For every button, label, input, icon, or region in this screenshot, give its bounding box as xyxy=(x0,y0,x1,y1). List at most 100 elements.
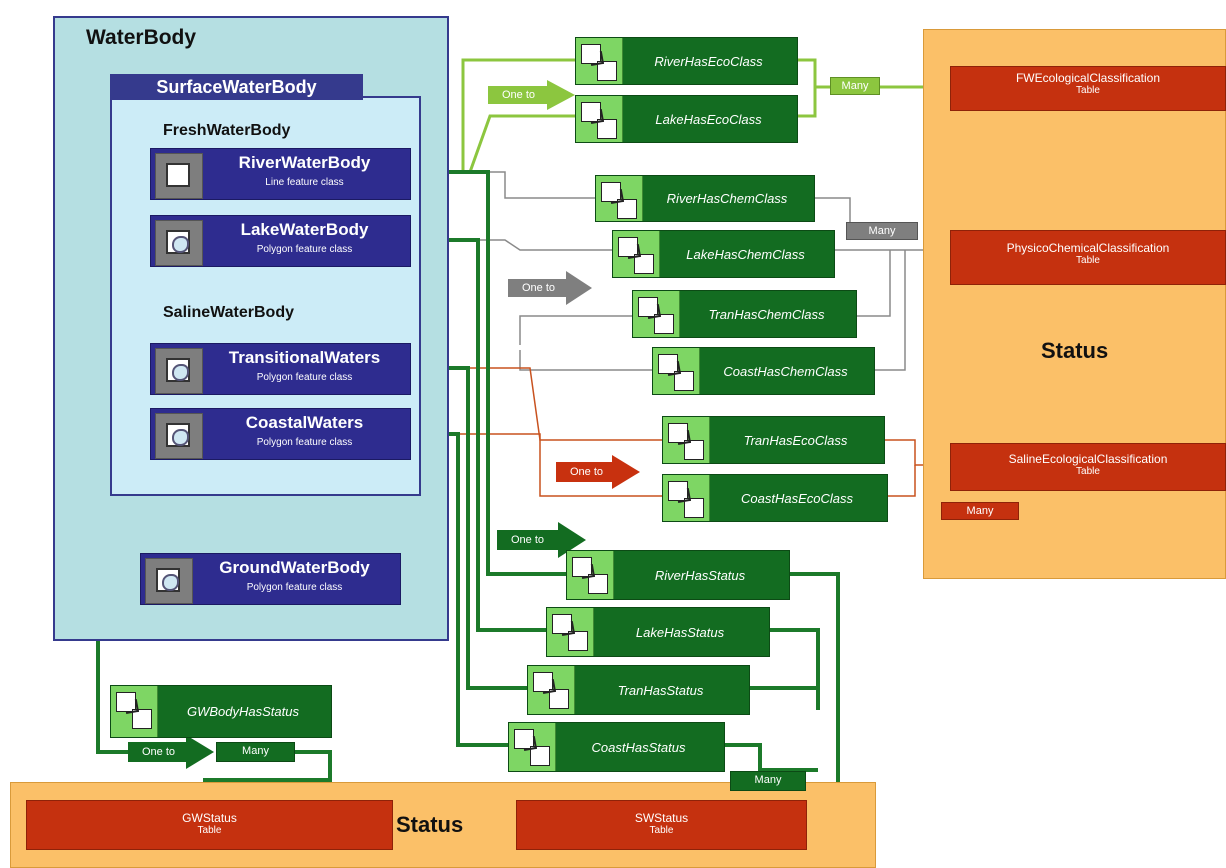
many-label-eco: Many xyxy=(830,77,880,95)
relationship-tran-has-status[interactable]: TranHasStatus xyxy=(527,665,750,715)
relationship-icon xyxy=(613,231,660,277)
relationship-name: GWBodyHasStatus xyxy=(187,704,299,719)
relationship-tran-has-chem-class[interactable]: TranHasChemClass xyxy=(632,290,857,338)
featureclass-name: GroundWaterBody xyxy=(219,558,370,577)
table-type: Table xyxy=(649,825,674,836)
table-sw-status[interactable]: SWStatus Table xyxy=(516,800,807,850)
polygon-featureclass-icon xyxy=(155,348,203,394)
relationship-name: CoastHasStatus xyxy=(591,739,686,755)
table-physico-chemical-classification[interactable]: PhysicoChemicalClassification Table xyxy=(950,230,1226,285)
saline-eco-connectors xyxy=(411,367,950,497)
relationship-icon xyxy=(547,608,594,656)
saline-group-label: SalineWaterBody xyxy=(163,304,294,321)
relationship-name: CoastHasEcoClass xyxy=(741,490,853,506)
table-saline-ecological-classification[interactable]: SalineEcologicalClassification Table xyxy=(950,443,1226,491)
relationship-river-has-eco-class[interactable]: RiverHasEcoClass xyxy=(575,37,798,85)
lake-waterbody-featureclass[interactable]: LakeWaterBody Polygon feature class xyxy=(150,215,411,267)
table-gw-status[interactable]: GWStatus Table xyxy=(26,800,393,850)
relationship-icon xyxy=(653,348,700,394)
relationship-icon xyxy=(576,96,623,142)
relationship-gwbody-has-status[interactable]: GWBodyHasStatus xyxy=(110,685,332,738)
relationship-coast-has-status[interactable]: CoastHasStatus xyxy=(508,722,725,772)
relationship-name: CoastHasChemClass xyxy=(723,363,848,379)
status-label-right: Status xyxy=(1041,338,1109,363)
relationship-river-has-status[interactable]: RiverHasStatus xyxy=(566,550,790,600)
table-name: GWStatus xyxy=(182,811,237,825)
polygon-featureclass-icon xyxy=(155,220,203,266)
relationship-name: RiverHasEcoClass xyxy=(654,53,763,69)
relationship-icon xyxy=(528,666,575,714)
one-to-arrow-saline xyxy=(556,455,640,489)
one-to-label-eco: One to xyxy=(502,89,536,101)
many-label-saline: Many xyxy=(941,502,1019,520)
chem-wire xyxy=(857,250,891,317)
status-wire xyxy=(411,170,566,576)
one-to-arrow-eco xyxy=(488,80,575,110)
one-to-arrows xyxy=(128,80,640,769)
table-name: SalineEcologicalClassification xyxy=(1008,452,1168,466)
featureclass-name: CoastalWaters xyxy=(245,413,364,432)
relationship-icon xyxy=(663,417,710,463)
chem-wire xyxy=(519,315,632,345)
one-to-arrow-chem xyxy=(508,271,592,305)
waterbody-title: WaterBody xyxy=(86,26,197,49)
relationship-name: RiverHasStatus xyxy=(654,567,746,583)
relationship-coast-has-chem-class[interactable]: CoastHasChemClass xyxy=(652,347,875,395)
saline-wire xyxy=(888,465,916,497)
one-to-label-sw-status: One to xyxy=(511,534,545,546)
relationship-name: TranHasStatus xyxy=(617,682,704,698)
table-type: Table xyxy=(1076,466,1100,477)
status-label-bottom: Status xyxy=(396,812,464,837)
polygon-featureclass-icon xyxy=(145,558,193,604)
line-featureclass-icon xyxy=(155,153,203,199)
saline-wire xyxy=(411,367,662,441)
one-to-arrow-sw-status xyxy=(497,522,586,558)
relationship-icon xyxy=(663,475,710,521)
relationship-river-has-chem-class[interactable]: RiverHasChemClass xyxy=(595,175,815,222)
eco-wire xyxy=(798,87,817,118)
featureclass-name: TransitionalWaters xyxy=(228,348,381,367)
status-wire xyxy=(770,628,820,710)
many-label-gw-status: Many xyxy=(216,742,295,762)
featureclass-name: RiverWaterBody xyxy=(238,153,371,172)
table-fw-ecological-classification[interactable]: FWEcologicalClassification Table xyxy=(950,66,1226,111)
many-label-sw-status: Many xyxy=(730,771,806,791)
relationship-coast-has-eco-class[interactable]: CoastHasEcoClass xyxy=(662,474,888,522)
relationship-icon xyxy=(509,723,556,771)
relationship-name: TranHasEcoClass xyxy=(743,432,848,448)
featureclass-type: Line feature class xyxy=(265,177,344,188)
relationship-tran-has-eco-class[interactable]: TranHasEcoClass xyxy=(662,416,885,464)
many-label-chem: Many xyxy=(846,222,918,240)
chem-wire xyxy=(519,350,652,371)
relationship-lake-has-chem-class[interactable]: LakeHasChemClass xyxy=(612,230,835,278)
groundwater-body-featureclass[interactable]: GroundWaterBody Polygon feature class xyxy=(140,553,401,605)
one-to-arrow-gw-status xyxy=(128,735,214,769)
relationship-icon xyxy=(596,176,643,221)
saline-wire xyxy=(411,433,662,497)
relationship-name: LakeHasStatus xyxy=(635,624,725,640)
relationship-icon xyxy=(111,686,158,737)
river-waterbody-featureclass[interactable]: RiverWaterBody Line feature class xyxy=(150,148,411,200)
table-type: Table xyxy=(1076,255,1100,266)
table-name: FWEcologicalClassification xyxy=(1015,71,1161,85)
status-wire xyxy=(725,743,818,772)
one-to-label-chem: One to xyxy=(522,282,556,294)
transitional-waters-featureclass[interactable]: TransitionalWaters Polygon feature class xyxy=(150,343,411,395)
relationship-name: TranHasChemClass xyxy=(708,306,825,322)
freshwater-group-label: FreshWaterBody xyxy=(163,122,291,139)
relationship-icon xyxy=(567,551,614,599)
relationship-lake-has-status[interactable]: LakeHasStatus xyxy=(546,607,770,657)
coastal-waters-featureclass[interactable]: CoastalWaters Polygon feature class xyxy=(150,408,411,460)
table-name: SWStatus xyxy=(634,811,689,825)
surface-waterbody-title: SurfaceWaterBody xyxy=(110,74,363,100)
relationship-name: LakeHasChemClass xyxy=(686,246,805,262)
featureclass-name: LakeWaterBody xyxy=(240,220,369,239)
relationship-lake-has-eco-class[interactable]: LakeHasEcoClass xyxy=(575,95,798,143)
relationship-name: RiverHasChemClass xyxy=(666,191,788,206)
table-name: PhysicoChemicalClassification xyxy=(1006,241,1170,255)
eco-wire xyxy=(798,58,830,89)
polygon-featureclass-icon xyxy=(155,413,203,459)
table-type: Table xyxy=(1076,85,1100,96)
relationship-icon xyxy=(576,38,623,84)
featureclass-type: Polygon feature class xyxy=(246,582,343,593)
